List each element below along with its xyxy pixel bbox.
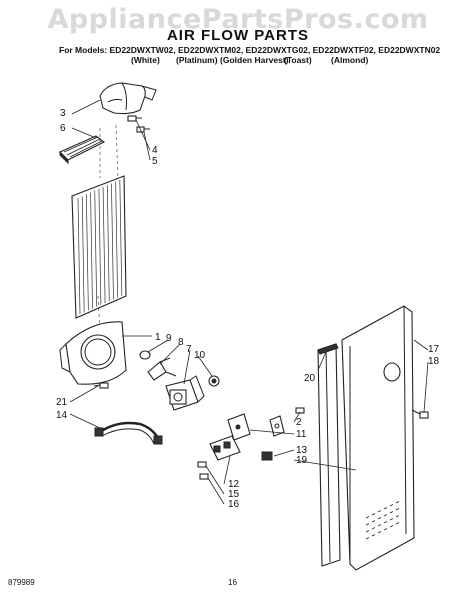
- air-duct-elbow: [99, 82, 157, 115]
- vent-slot: [383, 528, 388, 531]
- screw-5: [136, 126, 150, 133]
- models-line: For Models: ED22DWXTW02, ED22DWXTM02, ED…: [59, 45, 441, 55]
- callout-10: 10: [194, 350, 206, 361]
- cover-rib: [106, 185, 110, 302]
- page-number: 16: [228, 578, 237, 587]
- callout-6: 6: [60, 123, 66, 134]
- vent-slot: [365, 516, 370, 519]
- watermark: AppliancePartsPros.com: [47, 4, 429, 35]
- fan-motor: [165, 375, 205, 411]
- color-toast: (Toast): [284, 55, 312, 65]
- page-title: AIR FLOW PARTS: [166, 27, 310, 44]
- callout-5: 5: [152, 156, 158, 167]
- screw-15: [197, 461, 207, 468]
- fan-grommet: [139, 350, 151, 360]
- vent-slot: [395, 508, 400, 511]
- callout-19: 19: [296, 455, 308, 466]
- cover-rib: [111, 183, 114, 300]
- callout-1: 1: [155, 332, 161, 343]
- evaporator-cover-panel: [71, 175, 127, 319]
- cover-rib: [77, 197, 81, 315]
- motor-grommet: [208, 375, 220, 387]
- cover-rib: [94, 190, 98, 307]
- callout-15: 15: [228, 489, 240, 500]
- callout-8: 8: [178, 337, 184, 348]
- screw-17-18: [411, 409, 429, 419]
- callout-21: 21: [56, 397, 68, 408]
- vent-slot: [389, 504, 394, 507]
- vent-slot: [395, 501, 400, 504]
- cover-rib: [90, 192, 93, 309]
- seal-strip: [317, 343, 341, 567]
- wire-connector: [261, 451, 273, 461]
- cover-rib: [102, 187, 106, 304]
- vent-slot: [371, 513, 376, 516]
- terminal-block: [209, 435, 241, 461]
- callout-11: 11: [296, 429, 307, 440]
- screw-2: [295, 407, 305, 414]
- cover-rib: [81, 196, 85, 313]
- vent-slot: [365, 523, 370, 526]
- cover-rib: [119, 179, 123, 296]
- color-platinum: (Platinum): [176, 55, 218, 65]
- callout-9: 9: [166, 333, 172, 344]
- fan-blade: [147, 357, 177, 381]
- color-almond: (Almond): [331, 55, 369, 65]
- screw-16: [199, 473, 209, 480]
- vent-slot: [395, 515, 400, 518]
- color-white: (White): [131, 55, 160, 65]
- screw-21: [93, 382, 109, 389]
- freezer-air-flow-cover: [341, 305, 415, 571]
- vent-slot: [383, 507, 388, 510]
- vent-slot: [365, 530, 370, 533]
- callout-4: 4: [152, 145, 158, 156]
- callout-7: 7: [186, 344, 192, 355]
- vent-slot: [389, 518, 394, 521]
- vent-slot: [377, 510, 382, 513]
- leader-lines: [69, 99, 429, 505]
- callout-16: 16: [228, 499, 240, 510]
- cover-rib: [115, 181, 118, 298]
- cover-rib: [86, 194, 89, 311]
- vent-slot: [389, 525, 394, 528]
- vent-slot: [377, 524, 382, 527]
- callout-3: 3: [60, 108, 66, 119]
- callout-18: 18: [428, 356, 440, 367]
- vent-slot: [383, 514, 388, 517]
- vent-slot: [377, 531, 382, 534]
- callout-12: 12: [228, 479, 240, 490]
- vent-slot: [365, 537, 370, 540]
- vent-slot: [377, 517, 382, 520]
- thermostat-clip: [269, 415, 285, 437]
- vent-slot: [383, 521, 388, 524]
- vent-slot: [371, 534, 376, 537]
- vent-slot: [371, 520, 376, 523]
- color-golden-harvest: (Golden Harvest): [220, 55, 289, 65]
- screw-4: [127, 115, 142, 122]
- callout-20: 20: [304, 373, 316, 384]
- callout-14: 14: [56, 410, 68, 421]
- callout-2: 2: [296, 417, 302, 428]
- control-bracket: [227, 413, 251, 441]
- wire-harness: [94, 421, 163, 445]
- diagram-number: 879989: [8, 578, 35, 587]
- vent-slot: [371, 527, 376, 530]
- vent-grille: [59, 135, 106, 165]
- fan-shroud: [59, 321, 127, 385]
- vent-slot: [395, 522, 400, 525]
- callout-17: 17: [428, 344, 440, 355]
- callout-13: 13: [296, 445, 308, 456]
- vent-slot: [389, 511, 394, 514]
- cover-rib: [98, 188, 102, 305]
